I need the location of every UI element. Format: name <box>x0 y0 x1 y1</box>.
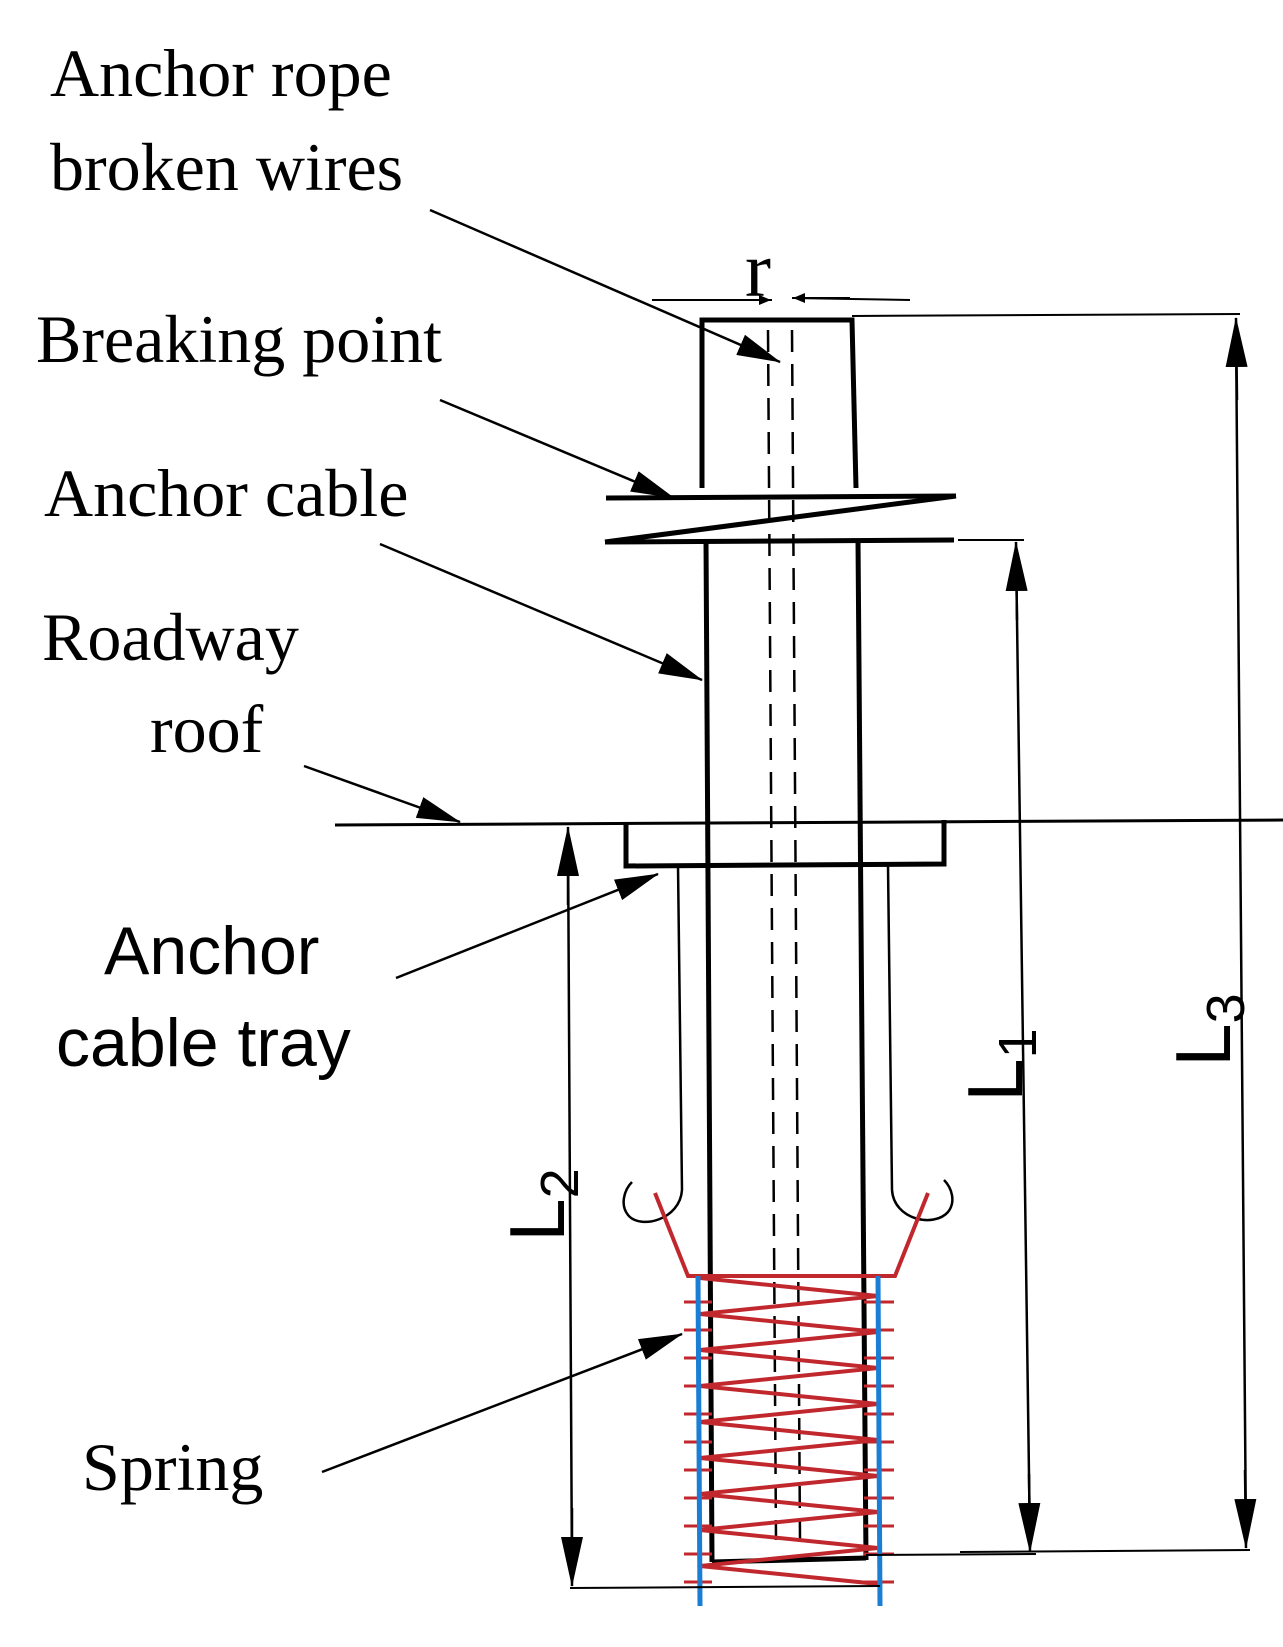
label-tray-2: cable tray <box>56 1005 351 1081</box>
dimension-l2-label: L2 <box>493 1168 590 1241</box>
dimension-l3: L3 <box>851 313 1257 1553</box>
dimension-l1: L1 <box>865 539 1048 1556</box>
dimension-l3-sub: 3 <box>1196 993 1256 1023</box>
anchor-cable-tray <box>622 820 954 1224</box>
label-spring: Spring <box>82 1429 263 1505</box>
dimension-l2-sub: 2 <box>530 1168 590 1198</box>
label-anchor-rope-1: Anchor rope <box>50 35 392 111</box>
roadway-roof-line <box>334 818 1283 827</box>
dimension-r: r <box>652 226 911 313</box>
label-breaking-point: Breaking point <box>36 301 442 377</box>
label-anchor-rope-2: broken wires <box>50 129 403 205</box>
dimension-l3-main: L <box>1159 1023 1247 1066</box>
dimension-l2: L2 <box>493 826 881 1589</box>
leader-spring <box>321 1332 683 1474</box>
leader-anchor-cable <box>379 542 703 682</box>
label-roadway-1: Roadway <box>42 599 299 675</box>
leader-anchor-rope <box>429 208 781 364</box>
label-tray-1: Anchor <box>104 913 319 989</box>
dimension-r-label: r <box>745 226 771 313</box>
leader-lines <box>303 208 781 1474</box>
dimension-l1-main: L <box>951 1058 1039 1101</box>
breaking-point-mark <box>604 493 957 545</box>
leader-roadway-roof <box>303 764 461 824</box>
spring <box>653 1192 930 1607</box>
label-anchor-cable: Anchor cable <box>44 455 408 531</box>
leader-breaking-point <box>439 398 675 500</box>
leader-cable-tray <box>395 872 659 980</box>
dimension-l2-main: L <box>493 1198 581 1241</box>
label-roadway-2: roof <box>150 691 264 767</box>
dimension-l3-label: L3 <box>1159 993 1256 1066</box>
dimension-l1-label: L1 <box>951 1028 1048 1101</box>
labels: Anchor rope broken wires Breaking point … <box>36 35 442 1505</box>
dimension-l1-sub: 1 <box>988 1028 1048 1058</box>
